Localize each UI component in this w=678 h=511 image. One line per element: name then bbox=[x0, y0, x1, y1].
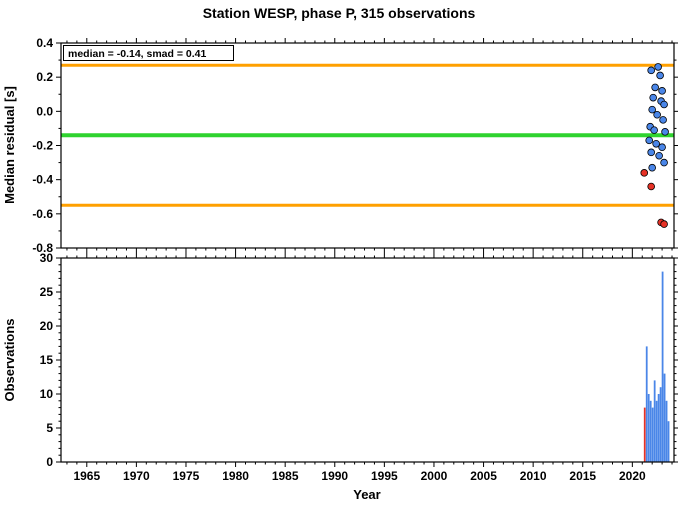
panel-frame bbox=[60, 257, 675, 463]
data-point-accepted bbox=[656, 71, 664, 80]
y-tick-label: -0.8 bbox=[32, 241, 53, 255]
y-tick-label: 25 bbox=[40, 285, 54, 299]
y-tick-label: 10 bbox=[40, 387, 54, 401]
y-tick-label: 0.2 bbox=[36, 70, 53, 84]
data-point-accepted bbox=[658, 143, 666, 152]
y-tick-label: 0.0 bbox=[36, 104, 53, 118]
year-axis-label: Year bbox=[353, 487, 380, 502]
x-tick-label: 1985 bbox=[272, 469, 299, 483]
x-tick-label: 1980 bbox=[222, 469, 249, 483]
y-tick-label: 0.4 bbox=[36, 36, 53, 50]
data-point-accepted bbox=[661, 128, 669, 136]
data-point-accepted bbox=[649, 93, 657, 102]
x-tick-label: 1965 bbox=[73, 469, 100, 483]
stats-annotation-text: median = -0.14, smad = 0.41 bbox=[68, 48, 206, 60]
histogram-bar bbox=[661, 271, 664, 462]
panel-frame bbox=[60, 42, 675, 249]
histogram-bar bbox=[659, 387, 662, 462]
data-point-outliers bbox=[640, 169, 649, 177]
histogram-bar bbox=[645, 346, 648, 462]
y-tick-label: 15 bbox=[40, 353, 54, 367]
histogram-bar bbox=[663, 373, 666, 462]
x-tick-label: 2015 bbox=[569, 469, 596, 483]
histogram-bar bbox=[667, 421, 670, 462]
data-point-accepted bbox=[654, 63, 662, 71]
data-point-accepted bbox=[647, 148, 655, 157]
histogram-bar bbox=[643, 407, 646, 462]
x-tick-label: 1995 bbox=[371, 469, 398, 483]
y-tick-label: -0.6 bbox=[32, 207, 53, 221]
data-point-accepted bbox=[645, 136, 654, 145]
data-point-accepted bbox=[653, 110, 661, 119]
histogram-bar bbox=[665, 400, 668, 462]
y-tick-label: -0.4 bbox=[32, 173, 53, 187]
panel-residuals: 0.4 0.2 0.0 -0.2 -0.4 -0.6 -0.8 bbox=[32, 36, 678, 255]
data-point-accepted bbox=[651, 83, 659, 92]
y-tick-label: -0.2 bbox=[32, 139, 53, 153]
data-point-accepted bbox=[660, 158, 668, 167]
observations-axis-label: Observations bbox=[2, 318, 17, 401]
data-point-accepted bbox=[658, 87, 666, 95]
data-point-accepted bbox=[650, 126, 658, 134]
data-point-accepted bbox=[647, 66, 655, 75]
data-point-outliers bbox=[660, 220, 668, 228]
y-tick-label: 5 bbox=[46, 421, 53, 435]
x-tick-label: 1975 bbox=[173, 469, 200, 483]
data-point-accepted bbox=[655, 151, 663, 160]
panels-container: 0.4 0.2 0.0 -0.2 -0.4 -0.6 -0.8 1965 1970 1975 198… bbox=[32, 36, 678, 483]
x-tick-label: 1970 bbox=[123, 469, 150, 483]
residual-axis-label: Median residual [s] bbox=[2, 86, 17, 204]
data-point-accepted bbox=[659, 116, 667, 124]
x-tick-label: 2005 bbox=[470, 469, 497, 483]
data-point-accepted bbox=[660, 100, 668, 109]
histogram-bar bbox=[653, 380, 656, 462]
y-tick-label: 0 bbox=[46, 455, 53, 469]
histogram-bar bbox=[651, 407, 654, 462]
y-tick-label: 20 bbox=[40, 319, 54, 333]
y-tick-label: 30 bbox=[40, 251, 54, 265]
data-point-accepted bbox=[652, 139, 660, 148]
histogram-bar bbox=[647, 394, 650, 462]
chart-title: Station WESP, phase P, 315 observations bbox=[203, 5, 476, 21]
x-tick-label: 2010 bbox=[520, 469, 547, 483]
x-tick-label: 1990 bbox=[321, 469, 348, 483]
x-tick-label: 2020 bbox=[619, 469, 646, 483]
stats-annotation-box bbox=[63, 45, 234, 61]
histogram-bar bbox=[655, 400, 658, 462]
data-point-accepted bbox=[648, 163, 656, 172]
data-point-accepted bbox=[648, 105, 656, 114]
histogram-bar bbox=[657, 394, 660, 462]
x-tick-label: 2000 bbox=[421, 469, 448, 483]
histogram-bar bbox=[649, 400, 652, 462]
data-point-outliers bbox=[647, 182, 655, 191]
